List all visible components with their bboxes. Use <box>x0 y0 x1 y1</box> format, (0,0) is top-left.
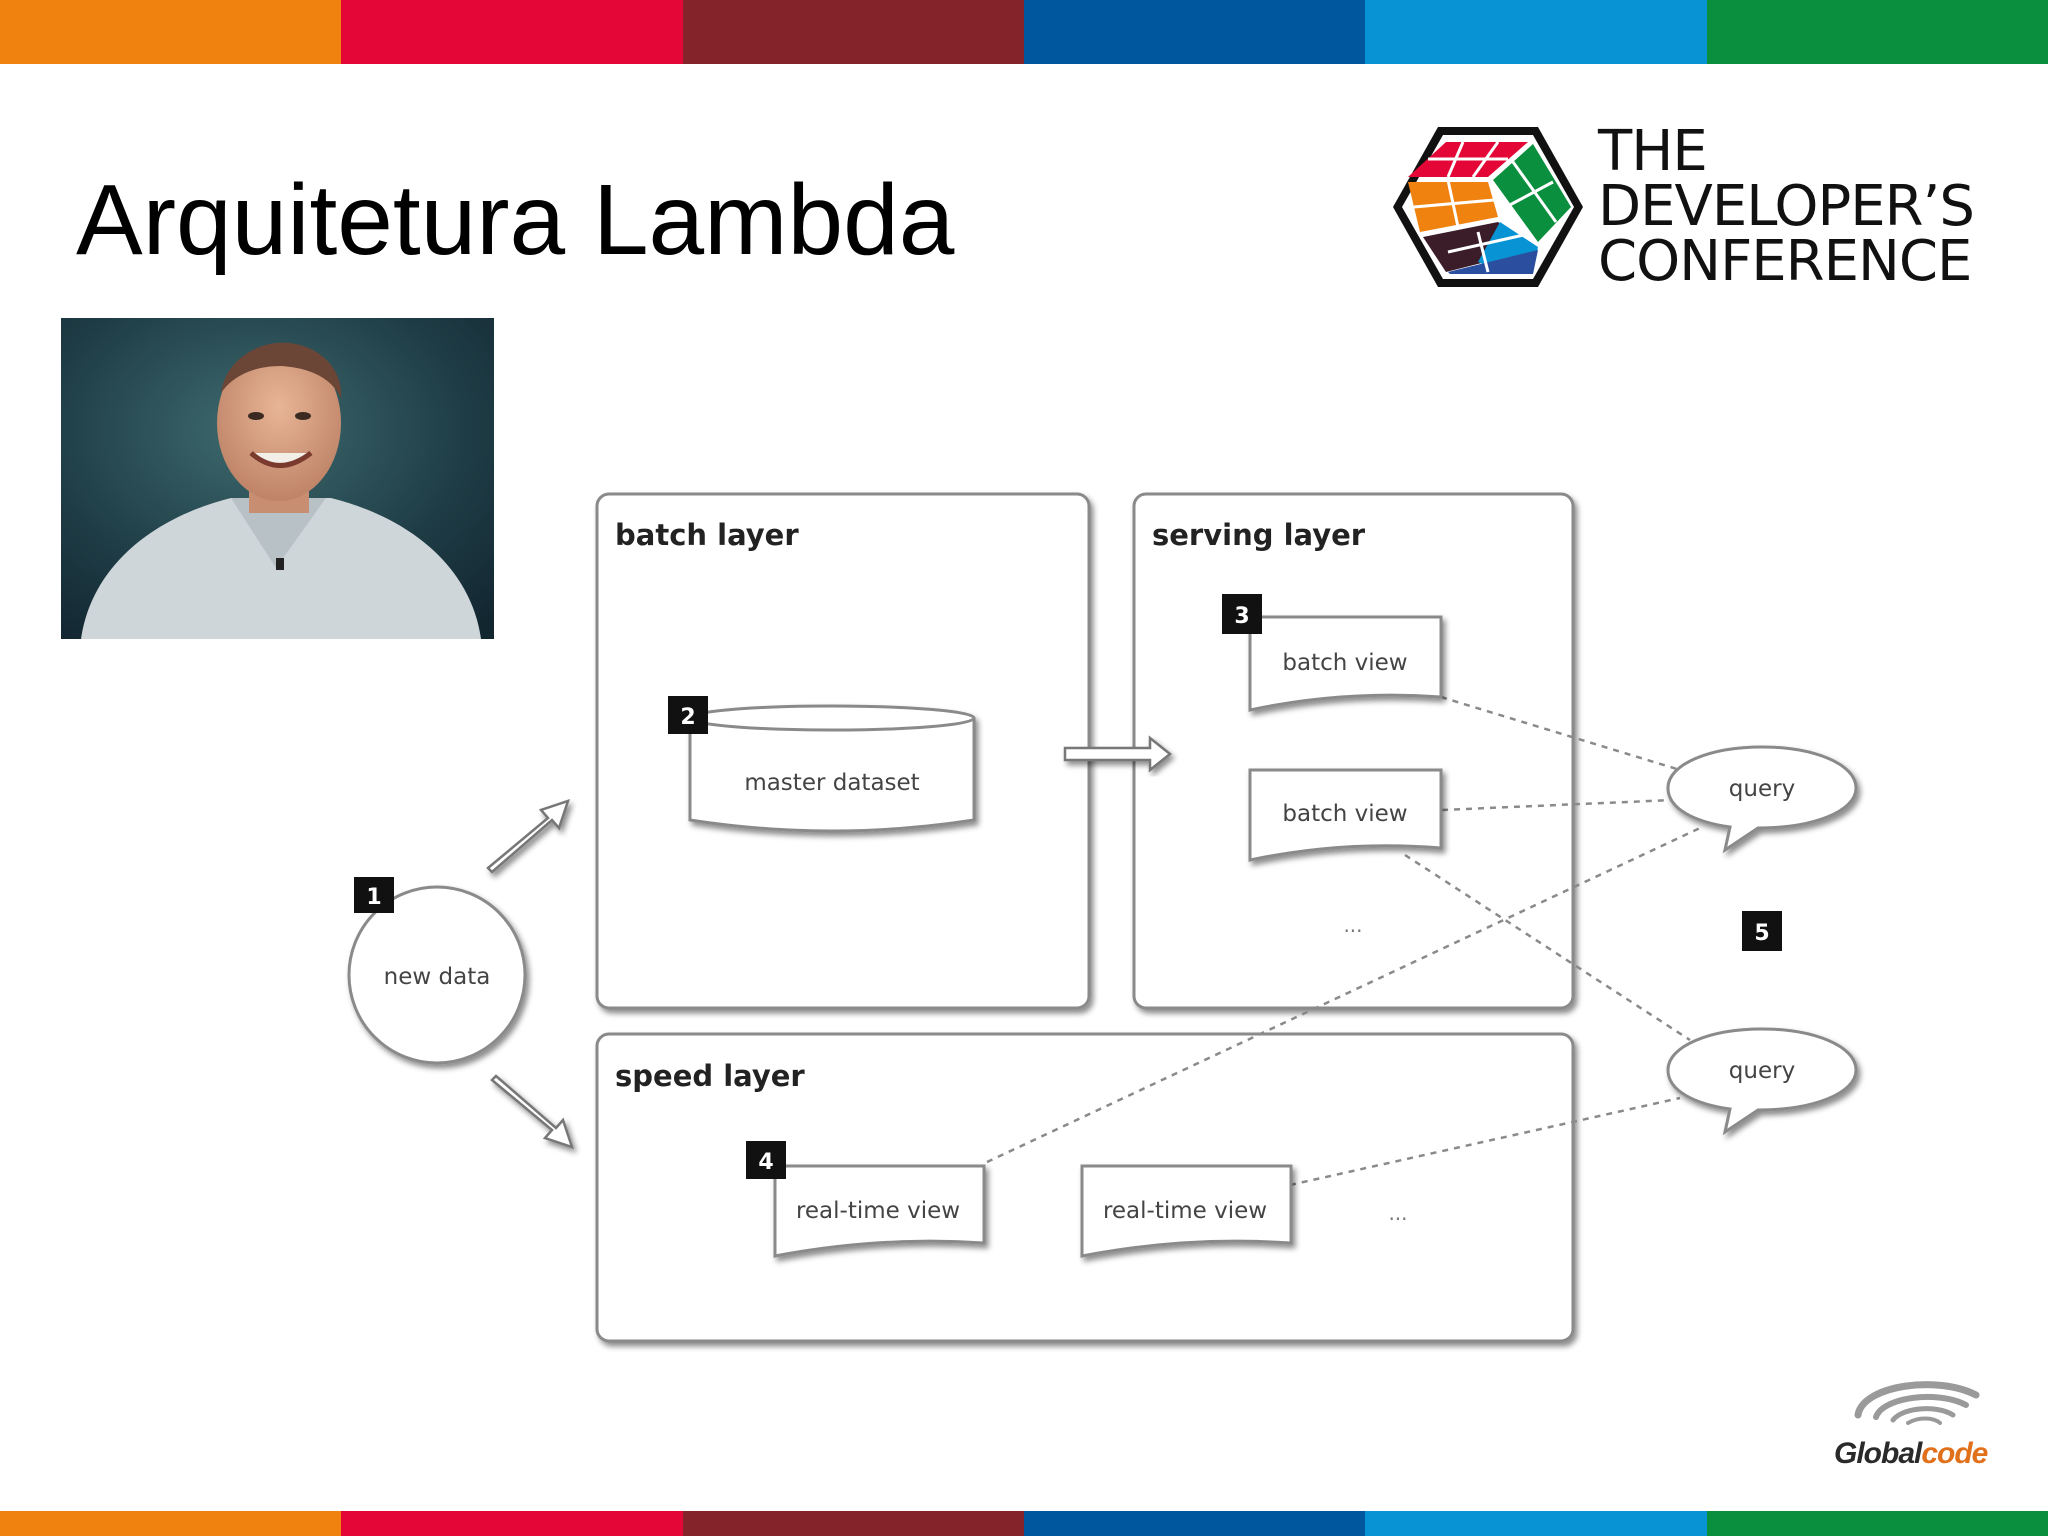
realtime-view-2-box <box>1080 1164 1293 1258</box>
conference-logo-line: CONFERENCE <box>1598 229 1972 294</box>
step-2-badge <box>668 696 708 734</box>
batch-view-1-box <box>1248 615 1443 712</box>
query-bubble-2 <box>1666 1027 1858 1136</box>
realtime-view-1-label: real-time view <box>796 1198 960 1224</box>
stripe-segment <box>0 0 342 64</box>
step-1-badge <box>354 877 394 913</box>
stripe-segment <box>1023 1511 1366 1536</box>
query-bubble-1 <box>1666 745 1858 854</box>
top-color-stripe <box>0 0 2048 64</box>
step-4-badge <box>746 1141 786 1179</box>
conference-cube-logo-icon <box>1393 127 1583 287</box>
stripe-segment <box>682 0 1024 64</box>
globalcode-logo-part: Global <box>1834 1437 1922 1470</box>
query-1-label: query <box>1729 776 1795 802</box>
query-links <box>986 695 1701 1187</box>
conference-logo-line: THE <box>1598 119 1708 184</box>
globalcode-swirl-icon <box>1854 1381 1980 1425</box>
new-data-label: new data <box>384 964 491 990</box>
master-dataset-cylinder <box>688 704 976 833</box>
step-4-number: 4 <box>758 1150 773 1175</box>
stripe-segment <box>1365 1511 1707 1536</box>
arrow-to-speed-icon <box>490 1074 574 1149</box>
arrow-batch-to-serving-icon <box>1063 735 1173 773</box>
stripe-segment <box>341 0 683 64</box>
realtime-view-1-box <box>773 1164 986 1258</box>
batch-view-1-label: batch view <box>1282 650 1407 676</box>
stripe-segment <box>1706 0 2048 64</box>
slide-title: Arquitetura Lambda <box>76 164 955 276</box>
query-2-label: query <box>1729 1058 1795 1084</box>
serving-ellipsis: ... <box>1343 913 1362 937</box>
batch-view-2-label: batch view <box>1282 801 1407 827</box>
speed-ellipsis: ... <box>1388 1201 1407 1225</box>
new-data-circle <box>347 885 527 1065</box>
speed-layer-label: speed layer <box>615 1059 805 1093</box>
stripe-segment <box>682 1511 1024 1536</box>
globalcode-logo-text: Globalcode <box>1834 1437 1988 1471</box>
batch-layer-label: batch layer <box>615 518 799 552</box>
stripe-segment <box>1023 0 1366 64</box>
serving-layer-label: serving layer <box>1152 518 1366 552</box>
step-2-number: 2 <box>680 705 695 730</box>
stripe-segment <box>1365 0 1707 64</box>
step-3-number: 3 <box>1234 604 1249 629</box>
speaker-photo <box>61 318 494 639</box>
step-5-badge <box>1742 911 1782 951</box>
realtime-view-2-label: real-time view <box>1103 1198 1267 1224</box>
stripe-segment <box>341 1511 683 1536</box>
step-5-number: 5 <box>1754 921 1769 946</box>
master-dataset-label: master dataset <box>744 770 919 796</box>
stripe-segment <box>0 1511 342 1536</box>
globalcode-logo-part: code <box>1921 1437 1988 1470</box>
step-3-badge <box>1222 594 1262 634</box>
conference-logo-line: DEVELOPER’S <box>1598 174 1975 239</box>
arrow-to-batch-icon <box>486 799 570 874</box>
stripe-segment <box>1706 1511 2048 1536</box>
step-1-number: 1 <box>366 885 381 910</box>
conference-logo-text: THE DEVELOPER’S CONFERENCE <box>1598 119 1975 294</box>
batch-view-2-box <box>1248 768 1443 862</box>
bottom-color-stripe <box>0 1511 2048 1536</box>
